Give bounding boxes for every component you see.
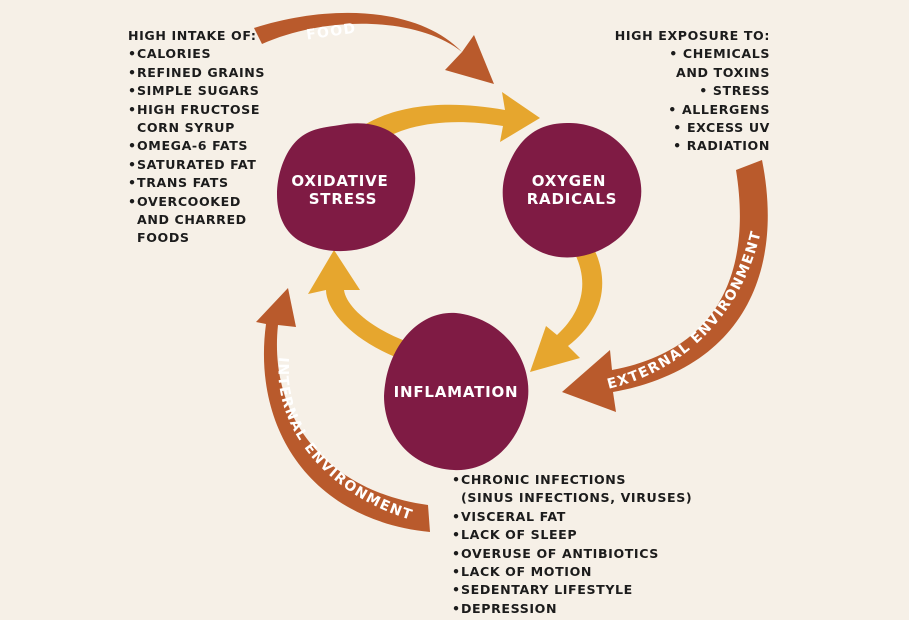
list-item: •OMEGA-6 FATS <box>128 138 249 154</box>
food-arrow: FOOD <box>254 12 494 84</box>
cycle-arrow-inflamation-to-stress <box>308 250 408 358</box>
food-intake-heading: HIGH INTAKE OF: <box>128 28 257 43</box>
node-oxygen-radicals-label: OXYGEN RADICALS <box>527 172 618 208</box>
list-item: •OVERUSE OF ANTIBIOTICS <box>452 545 659 561</box>
cycle-arrow-radicals-to-inflamation-body <box>530 245 603 372</box>
list-item: •REFINED GRAINS <box>128 64 266 80</box>
list-item: •LACK OF SLEEP <box>452 527 578 543</box>
list-item: • ALLERGENS <box>668 101 770 117</box>
node-oxidative-stress: OXIDATIVE STRESS <box>277 123 416 252</box>
cycle-arrow-radicals-to-inflamation <box>530 245 603 372</box>
node-oxidative-stress-label: OXIDATIVE STRESS <box>291 172 394 208</box>
cycle-arrow-inflamation-to-stress-body <box>308 250 408 358</box>
node-inflamation-label: INFLAMATION <box>394 383 519 401</box>
list-item: • RADIATION <box>673 138 770 154</box>
list-item: •SEDENTARY LIFESTYLE <box>452 582 633 598</box>
list-item: •CALORIES <box>128 46 212 62</box>
list-item: •LACK OF MOTION <box>452 564 593 580</box>
list-item: • EXCESS UV <box>673 120 770 136</box>
food-arrow-body <box>254 12 494 84</box>
external-exposure-heading: HIGH EXPOSURE TO: <box>614 28 770 43</box>
list-item: •TRANS FATS <box>128 175 229 191</box>
external-environment-arrow-body <box>562 160 768 412</box>
node-oxygen-radicals: OXYGEN RADICALS <box>502 122 642 258</box>
node-oxygen-radicals-shape <box>502 122 642 258</box>
list-item: •CHRONIC INFECTIONS(SINUS INFECTIONS, VI… <box>452 472 693 506</box>
internal-factors-list: •CHRONIC INFECTIONS(SINUS INFECTIONS, VI… <box>452 471 782 618</box>
list-item: •VISCERAL FAT <box>452 508 566 524</box>
list-item: • STRESS <box>699 83 770 99</box>
list-item: •SATURATED FAT <box>128 156 257 172</box>
node-inflamation-shape <box>384 312 529 471</box>
cycle-arrow-stress-to-radicals <box>366 92 540 142</box>
internal-environment-arrow-body <box>256 288 430 532</box>
food-intake-list: HIGH INTAKE OF: •CALORIES •REFINED GRAIN… <box>128 27 328 248</box>
node-oxidative-stress-shape <box>277 123 416 252</box>
node-inflamation: INFLAMATION <box>384 312 529 471</box>
food-arrow-label: FOOD <box>305 21 357 44</box>
list-item: •SIMPLE SUGARS <box>128 83 260 99</box>
list-item: •DEPRESSION <box>452 600 558 616</box>
cycle-arrow-stress-to-radicals-body <box>366 92 540 142</box>
